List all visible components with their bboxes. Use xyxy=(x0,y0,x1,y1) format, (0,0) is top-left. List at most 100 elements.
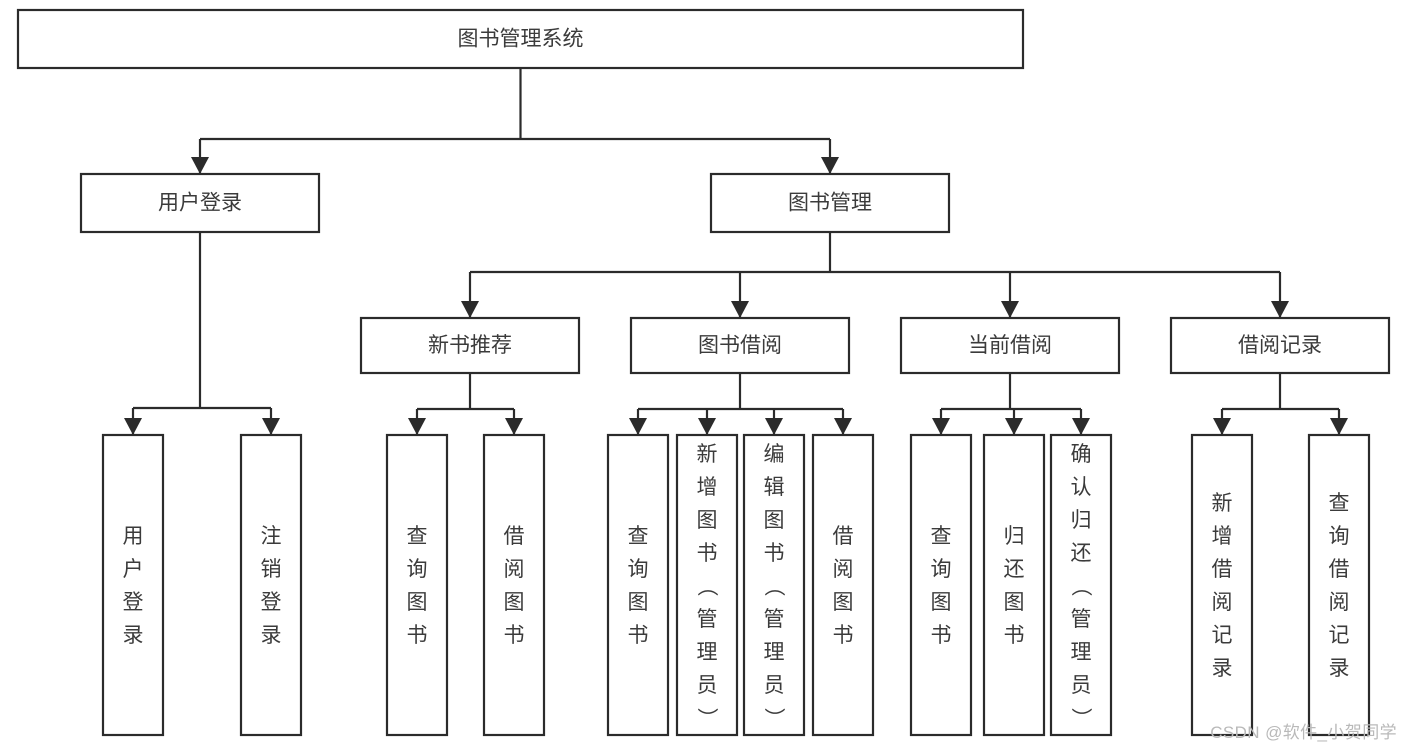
node-box-user-logout-action xyxy=(239,433,303,737)
arrow-head-icon xyxy=(731,301,749,318)
svg-text:询: 询 xyxy=(407,558,428,581)
node-box-cb-return-book xyxy=(982,433,1046,737)
svg-text:员: 员 xyxy=(1071,674,1092,697)
node-box-book-borrow xyxy=(629,316,851,375)
svg-text:图: 图 xyxy=(833,591,854,614)
svg-text:录: 录 xyxy=(123,624,144,647)
svg-text:户: 户 xyxy=(123,558,144,581)
node-current-borrow[interactable]: 当前借阅 xyxy=(899,316,1121,375)
svg-text:新: 新 xyxy=(697,443,718,466)
svg-text:书: 书 xyxy=(504,624,525,647)
svg-text:查: 查 xyxy=(407,525,428,548)
svg-text:借: 借 xyxy=(833,525,854,548)
arrow-head-icon xyxy=(1072,418,1090,435)
node-layer: 图书管理系统用户登录图书管理用户登录注销登录新书推荐查询图书借阅图书图书借阅查询… xyxy=(16,8,1391,737)
svg-text:登: 登 xyxy=(261,591,282,614)
svg-text:图: 图 xyxy=(504,591,525,614)
node-borrow-record[interactable]: 借阅记录 xyxy=(1169,316,1391,375)
svg-text:辑: 辑 xyxy=(764,476,785,499)
node-box-borrow-record xyxy=(1169,316,1391,375)
svg-text:）: ） xyxy=(695,708,718,729)
svg-text:图: 图 xyxy=(407,591,428,614)
svg-text:记: 记 xyxy=(1212,624,1233,647)
node-box-nbr-borrow-book xyxy=(482,433,546,737)
svg-text:员: 员 xyxy=(697,674,718,697)
svg-text:借: 借 xyxy=(1329,558,1350,581)
arrow-head-icon xyxy=(262,418,280,435)
node-box-user-login xyxy=(79,172,321,234)
svg-text:图: 图 xyxy=(628,591,649,614)
svg-text:新: 新 xyxy=(1212,492,1233,515)
node-box-br-add-record xyxy=(1190,433,1254,737)
node-label-book-borrow: 图书借阅 xyxy=(698,334,782,357)
svg-text:阅: 阅 xyxy=(1212,591,1233,614)
node-label-root: 图书管理系统 xyxy=(458,28,584,51)
node-box-bb-borrow-book xyxy=(811,433,875,737)
node-new-book-recommend[interactable]: 新书推荐 xyxy=(359,316,581,375)
node-user-login-action[interactable]: 用户登录 xyxy=(101,433,165,737)
svg-text:借: 借 xyxy=(504,525,525,548)
arrow-head-icon xyxy=(124,418,142,435)
svg-text:借: 借 xyxy=(1212,558,1233,581)
node-box-cb-query-book xyxy=(909,433,973,737)
svg-text:查: 查 xyxy=(1329,492,1350,515)
svg-text:认: 认 xyxy=(1071,476,1092,499)
svg-text:录: 录 xyxy=(261,624,282,647)
svg-text:）: ） xyxy=(762,708,785,729)
arrow-head-icon xyxy=(698,418,716,435)
node-book-manage[interactable]: 图书管理 xyxy=(709,172,951,234)
arrow-head-icon xyxy=(1001,301,1019,318)
svg-text:查: 查 xyxy=(931,525,952,548)
arrow-head-icon xyxy=(1330,418,1348,435)
svg-text:阅: 阅 xyxy=(1329,591,1350,614)
svg-text:书: 书 xyxy=(833,624,854,647)
svg-text:书: 书 xyxy=(764,542,785,565)
watermark-text: CSDN @软件_小贺同学 xyxy=(1210,723,1397,742)
svg-text:增: 增 xyxy=(1212,525,1233,548)
svg-text:员: 员 xyxy=(764,674,785,697)
svg-text:管: 管 xyxy=(697,608,718,631)
svg-text:用: 用 xyxy=(123,525,144,548)
node-box-nbr-query-book xyxy=(385,433,449,737)
svg-text:书: 书 xyxy=(407,624,428,647)
node-user-login[interactable]: 用户登录 xyxy=(79,172,321,234)
arrow-head-icon xyxy=(765,418,783,435)
svg-text:书: 书 xyxy=(697,542,718,565)
node-box-cb-confirm-return xyxy=(1049,433,1113,737)
svg-text:（: （ xyxy=(1069,576,1092,597)
arrow-head-icon xyxy=(1005,418,1023,435)
svg-text:图: 图 xyxy=(1004,591,1025,614)
svg-text:）: ） xyxy=(1069,708,1092,729)
node-root[interactable]: 图书管理系统 xyxy=(16,8,1025,70)
node-box-bb-query-book xyxy=(606,433,670,737)
svg-text:记: 记 xyxy=(1329,624,1350,647)
svg-text:理: 理 xyxy=(697,641,718,664)
svg-text:理: 理 xyxy=(1071,641,1092,664)
svg-text:图: 图 xyxy=(697,509,718,532)
svg-text:阅: 阅 xyxy=(833,558,854,581)
svg-text:确: 确 xyxy=(1071,443,1092,466)
node-book-borrow[interactable]: 图书借阅 xyxy=(629,316,851,375)
node-box-book-manage xyxy=(709,172,951,234)
node-box-bb-add-book xyxy=(675,433,739,737)
svg-text:理: 理 xyxy=(764,641,785,664)
svg-text:管: 管 xyxy=(1071,608,1092,631)
